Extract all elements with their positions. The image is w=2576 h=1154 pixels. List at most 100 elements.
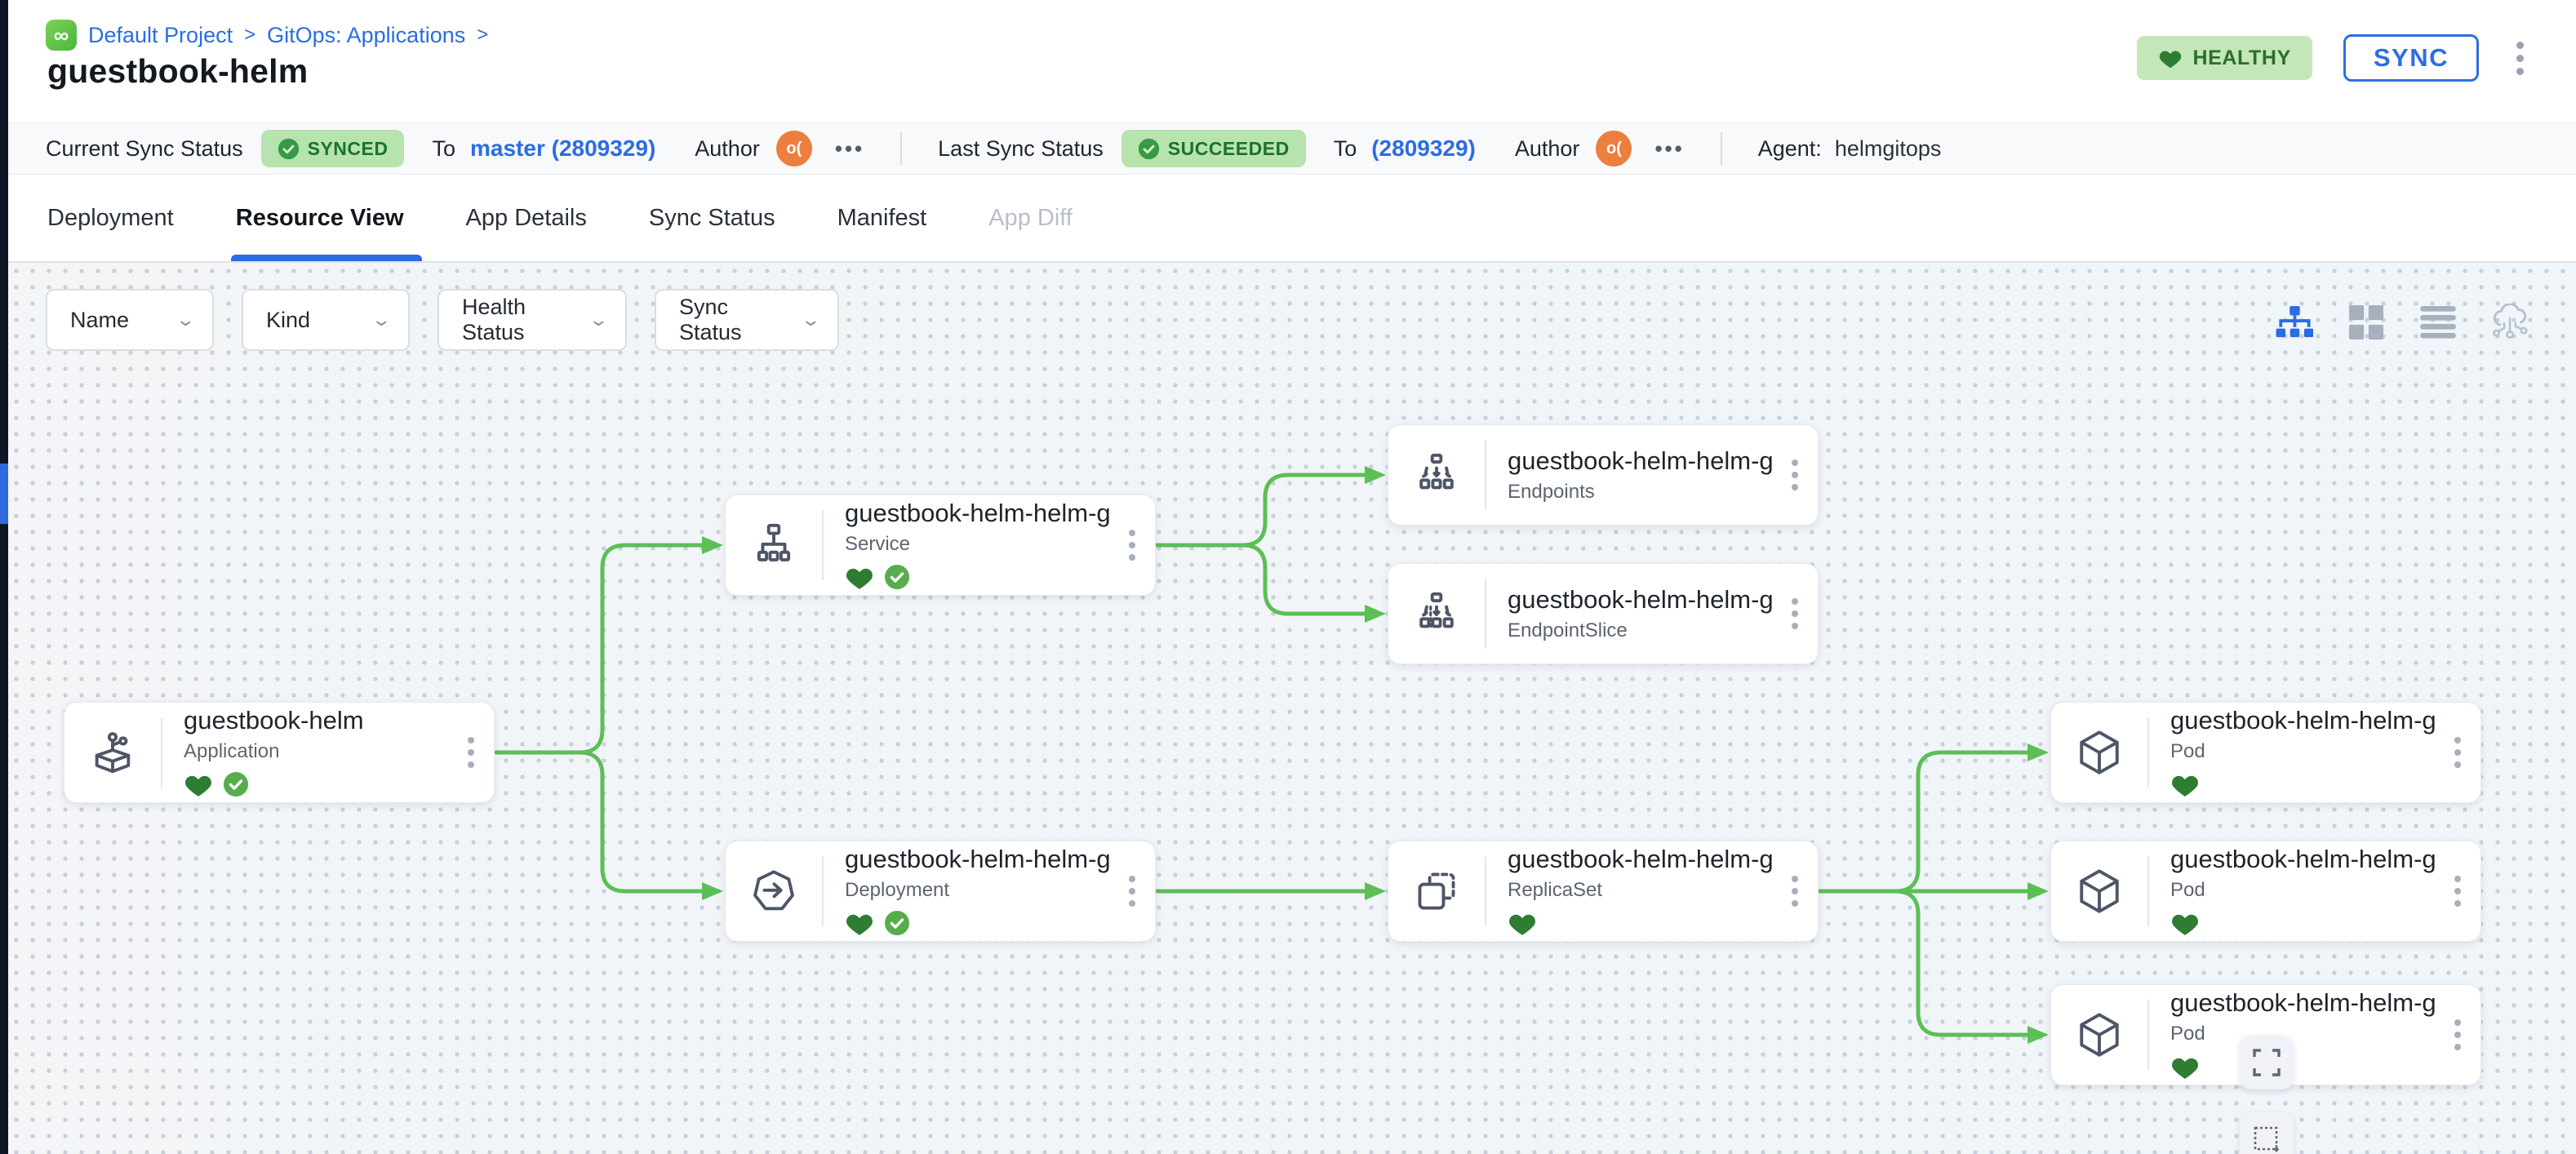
node-kind: Pod — [2170, 740, 2205, 762]
grid-view-button[interactable] — [2343, 299, 2390, 346]
node-title: guestbook-helm-helm-g... — [2170, 706, 2435, 735]
author-avatar[interactable]: o( — [775, 131, 812, 166]
view-mode-switcher — [2271, 299, 2534, 346]
node-menu-button[interactable] — [1772, 598, 1818, 629]
breadcrumb-project-link[interactable]: Default Project — [88, 22, 233, 47]
tab-deployment[interactable]: Deployment — [47, 204, 174, 231]
node-menu-button[interactable] — [1772, 876, 1818, 907]
current-revision-link[interactable]: master (2809329) — [470, 135, 656, 161]
node-menu-button[interactable] — [2435, 737, 2481, 768]
node-menu-button[interactable] — [1109, 876, 1155, 907]
succeeded-badge-label: SUCCEEDED — [1167, 137, 1290, 159]
node-menu-button[interactable] — [448, 737, 494, 768]
synced-check-icon — [884, 910, 910, 936]
health-badge-label: HEALTHY — [2192, 46, 2291, 69]
node-endpoints[interactable]: guestbook-helm-helm-g... Endpoints — [1388, 424, 1819, 526]
list-view-icon — [2420, 306, 2456, 339]
node-title: guestbook-helm-helm-g... — [2170, 988, 2435, 1017]
sidebar-active-indicator — [0, 464, 8, 524]
last-revision-link[interactable]: (2809329) — [1371, 135, 1476, 161]
node-title: guestbook-helm-helm-g... — [1508, 845, 1772, 873]
filter-bar: Name ⌄ Kind ⌄ Health Status ⌄ Sync Statu… — [46, 289, 839, 351]
pod-icon — [2051, 868, 2147, 915]
divider — [161, 717, 162, 788]
node-application[interactable]: guestbook-helm Application — [64, 702, 495, 803]
cloud-view-button[interactable] — [2486, 299, 2534, 346]
synced-badge: SYNCED — [260, 130, 405, 167]
node-pod-2[interactable]: guestbook-helm-helm-g... Pod — [2050, 841, 2481, 942]
divider — [1485, 579, 1486, 649]
tab-app-diff: App Diff — [988, 204, 1073, 231]
commit-more-button[interactable]: ••• — [834, 135, 865, 161]
fit-selection-button[interactable] — [2240, 1112, 2294, 1154]
node-kind: Pod — [2170, 879, 2205, 901]
node-replicaset[interactable]: guestbook-helm-helm-g... ReplicaSet — [1388, 841, 1819, 942]
to-label: To — [432, 135, 455, 161]
node-menu-button[interactable] — [1772, 459, 1818, 490]
divider — [2147, 1000, 2149, 1070]
node-title: guestbook-helm-helm-g... — [1508, 585, 1772, 614]
breadcrumb-separator: > — [244, 24, 256, 46]
header-more-menu-button[interactable] — [2510, 35, 2530, 82]
fullscreen-icon — [2253, 1049, 2281, 1076]
breadcrumb-section-link[interactable]: GitOps: Applications — [267, 22, 466, 47]
filter-label: Name — [70, 307, 130, 332]
filter-label: Kind — [266, 307, 311, 332]
healthy-heart-icon — [2172, 1058, 2198, 1079]
resource-tree-canvas[interactable]: Name ⌄ Kind ⌄ Health Status ⌄ Sync Statu… — [8, 263, 2576, 1154]
fullscreen-button[interactable] — [2240, 1036, 2294, 1090]
node-status-icons — [2170, 770, 2435, 799]
node-kind: Pod — [2170, 1023, 2205, 1045]
tab-sync-status[interactable]: Sync Status — [648, 204, 775, 231]
sync-status-bar: Current Sync Status SYNCED To master (28… — [8, 122, 2576, 175]
tab-manifest[interactable]: Manifest — [837, 204, 927, 231]
healthy-heart-icon — [2172, 775, 2198, 797]
succeeded-badge: SUCCEEDED — [1121, 130, 1306, 167]
synced-badge-label: SYNCED — [307, 137, 389, 159]
node-status-icons — [845, 908, 1109, 938]
breadcrumb-separator: > — [477, 24, 489, 46]
node-status-icons — [2170, 1052, 2435, 1081]
node-kind: EndpointSlice — [1508, 619, 1628, 641]
page-header: ∞ Default Project > GitOps: Applications… — [8, 0, 2576, 122]
chevron-down-icon: ⌄ — [587, 309, 609, 330]
node-pod-1[interactable]: guestbook-helm-helm-g... Pod — [2050, 702, 2481, 803]
node-menu-button[interactable] — [2435, 876, 2481, 907]
tree-view-button[interactable] — [2271, 299, 2318, 346]
divider — [2147, 717, 2149, 788]
tab-resource-view[interactable]: Resource View — [230, 175, 422, 261]
tree-view-icon — [2276, 305, 2313, 338]
chevron-down-icon: ⌄ — [174, 309, 196, 330]
endpoints-icon — [1388, 451, 1485, 499]
filter-health-status-dropdown[interactable]: Health Status ⌄ — [437, 289, 627, 351]
tab-app-details[interactable]: App Details — [465, 204, 587, 231]
agent-value: helmgitops — [1834, 135, 1942, 161]
tab-bar: Deployment Resource View App Details Syn… — [8, 175, 2576, 263]
grid-view-icon — [2349, 305, 2383, 340]
node-service[interactable]: guestbook-helm-helm-g... Service — [725, 495, 1156, 596]
filter-name-dropdown[interactable]: Name ⌄ — [46, 289, 214, 351]
list-view-button[interactable] — [2414, 299, 2462, 346]
filter-kind-dropdown[interactable]: Kind ⌄ — [242, 289, 410, 351]
node-menu-button[interactable] — [1109, 530, 1155, 561]
divider — [2147, 856, 2149, 926]
node-status-icons — [1508, 908, 1772, 938]
node-title: guestbook-helm-helm-g... — [845, 499, 1109, 527]
sync-button[interactable]: SYNC — [2343, 34, 2479, 82]
node-kind: Endpoints — [1508, 481, 1595, 503]
page-title: guestbook-helm — [47, 52, 309, 90]
check-circle-icon — [1138, 138, 1159, 159]
node-kind: Application — [184, 740, 280, 762]
sidebar-collapsed-strip[interactable] — [0, 0, 8, 1154]
healthy-heart-icon — [185, 775, 211, 797]
node-menu-button[interactable] — [2435, 1019, 2481, 1050]
cloud-network-icon — [2493, 304, 2528, 339]
commit-more-button[interactable]: ••• — [1654, 135, 1685, 161]
node-deployment[interactable]: guestbook-helm-helm-g... Deployment — [725, 841, 1156, 942]
check-circle-icon — [278, 138, 299, 159]
node-title: guestbook-helm-helm-g... — [1508, 446, 1772, 475]
node-endpointslice[interactable]: guestbook-helm-helm-g... EndpointSlice — [1388, 563, 1819, 664]
divider — [1720, 132, 1722, 165]
author-avatar[interactable]: o( — [1596, 131, 1632, 166]
filter-sync-status-dropdown[interactable]: Sync Status ⌄ — [655, 289, 839, 351]
